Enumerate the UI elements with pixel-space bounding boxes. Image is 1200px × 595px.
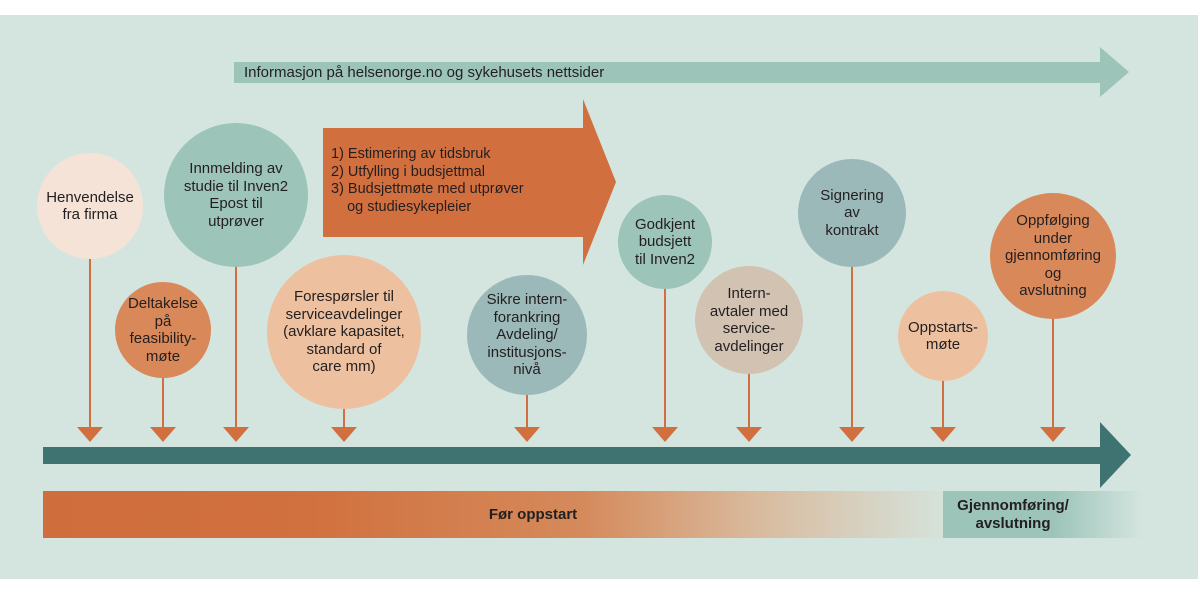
process-arrow-head-icon [583,99,616,265]
diagram-panel [0,15,1198,579]
info-arrow-head-icon [1100,47,1129,97]
step-label: Signering av kontrakt [820,186,884,239]
step-arrowhead-icon [839,427,865,442]
step-connector-line [664,287,666,427]
step-internavtaler: Intern- avtaler med service- avdelinger [695,266,803,374]
step-arrowhead-icon [652,427,678,442]
step-arrowhead-icon [514,427,540,442]
step-innmelding: Innmelding av studie til Inven2 Epost ti… [164,123,308,267]
step-connector-line [942,379,944,427]
step-connector-line [89,257,91,427]
step-connector-line [162,376,164,427]
step-godkjent-budsjett: Godkjent budsjett til Inven2 [618,195,712,289]
step-connector-line [235,265,237,427]
phase-before-start-label: Før oppstart [488,506,578,523]
step-connector-line [851,265,853,427]
step-label: Forespørsler til serviceavdelinger (avkl… [283,288,405,376]
step-arrowhead-icon [223,427,249,442]
step-connector-line [526,393,528,427]
phase-execution-closing-label: Gjennomføring/ avslutning [957,496,1069,532]
step-feasibility: Deltakelse på feasibility- møte [115,282,211,378]
step-connector-line [343,407,345,427]
step-label: Godkjent budsjett til Inven2 [634,215,696,268]
step-arrowhead-icon [736,427,762,442]
step-arrowhead-icon [150,427,176,442]
timeline-bar [43,447,1103,464]
step-arrowhead-icon [77,427,103,442]
step-arrowhead-icon [331,427,357,442]
step-internforankring: Sikre intern- forankring Avdeling/ insti… [467,275,587,395]
step-signering: Signering av kontrakt [798,159,906,267]
info-arrow-bar: Informasjon på helsenorge.no og sykehuse… [234,62,1104,83]
step-label: Deltakelse på feasibility- møte [127,295,199,365]
phase-execution-closing: Gjennomføring/ avslutning [943,491,1143,538]
step-henvendelse: Henvendelse fra firma [37,153,143,259]
step-foresporsler: Forespørsler til serviceavdelinger (avkl… [267,255,421,409]
timeline-arrow-head-icon [1100,422,1131,488]
info-arrow-label: Informasjon på helsenorge.no og sykehuse… [244,64,605,81]
step-label: Henvendelse fra firma [46,188,134,224]
step-oppstartsmote: Oppstarts- møte [898,291,988,381]
process-arrow-body [323,128,585,237]
step-label: Innmelding av studie til Inven2 Epost ti… [183,160,289,230]
step-label: Oppfølging under gjennomføring og avslut… [1005,212,1101,300]
step-connector-line [748,372,750,427]
step-arrowhead-icon [1040,427,1066,442]
step-connector-line [1052,317,1054,427]
step-label: Oppstarts- møte [907,318,979,354]
process-arrow-steps: 1) Estimering av tidsbruk 2) Utfylling i… [331,146,524,215]
step-arrowhead-icon [930,427,956,442]
step-label: Sikre intern- forankring Avdeling/ insti… [486,291,568,379]
step-label: Intern- avtaler med service- avdelinger [709,285,789,355]
phase-before-start: Før oppstart [43,491,943,538]
step-oppfolging: Oppfølging under gjennomføring og avslut… [990,193,1116,319]
